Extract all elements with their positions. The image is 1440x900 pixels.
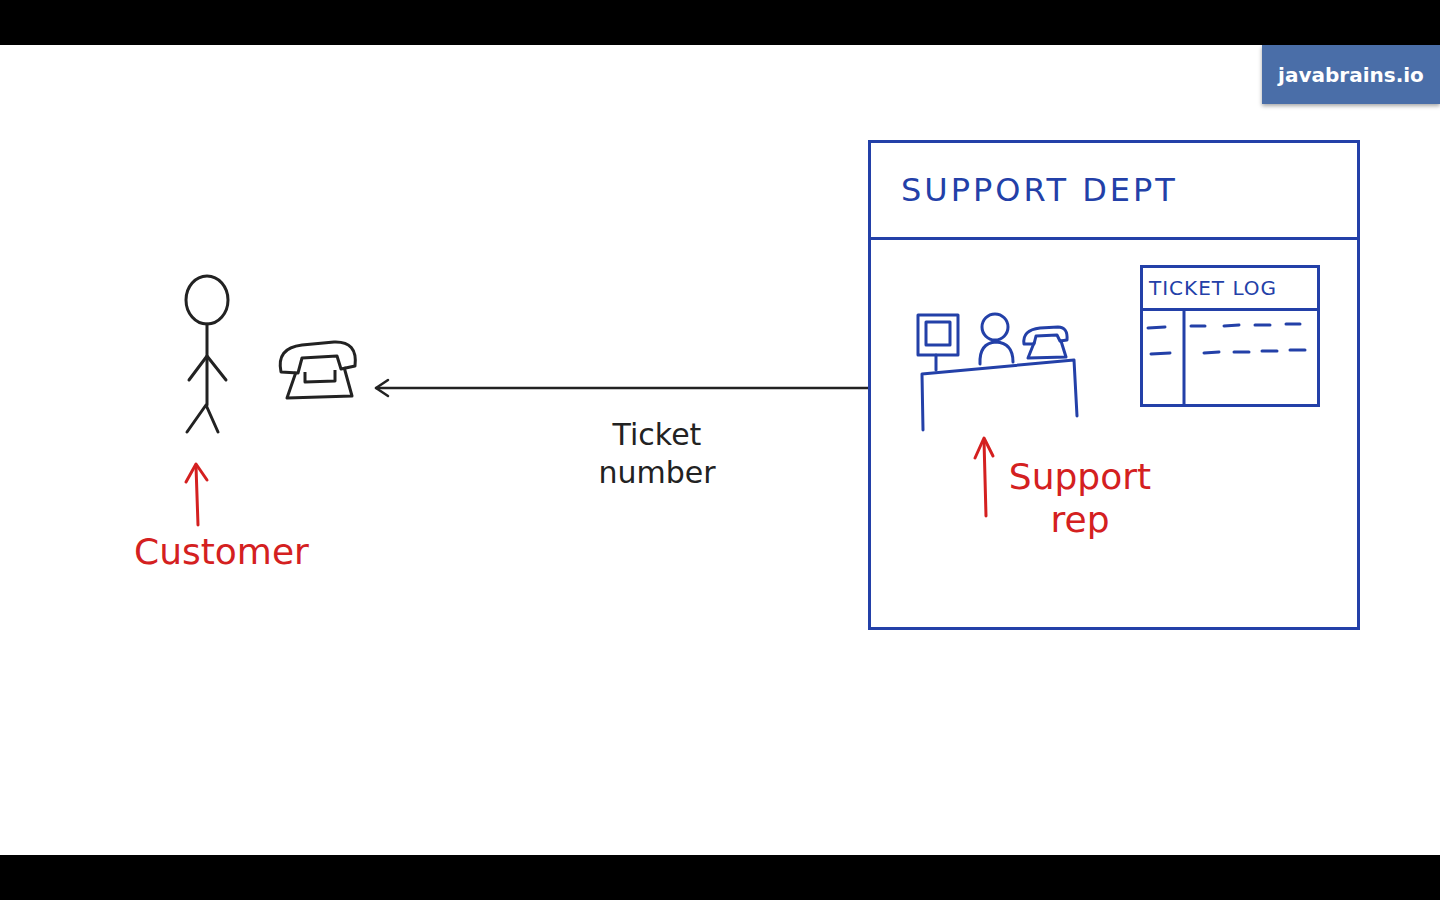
rep-head [982,314,1008,340]
customer-pointer-head [186,464,207,482]
box-heading: SUPPORT DEPT [871,143,1357,240]
monitor-screen [926,322,950,345]
rep-pointer [984,440,986,516]
top-bar [0,0,1440,45]
rep-pointer-head [975,438,993,458]
stick-figure [186,276,228,432]
customer-pointer [196,466,198,525]
phone-dial [305,370,335,382]
customer-phone [280,342,355,398]
monitor-stand [935,355,938,370]
log-row-dashes [1148,324,1300,328]
flow-arrow [376,387,868,390]
figure-body [206,324,209,405]
edge-label: Ticket number [572,416,742,491]
ticket-log-grid [1148,310,1305,404]
figure-head [186,276,228,324]
desk [922,360,1077,430]
desk-scene [918,314,1077,430]
ticket-log-table: TICKET LOG [1140,265,1320,407]
log-row-dashes [1151,350,1305,354]
phone-base [287,367,352,398]
figure-legs [187,405,218,432]
desk-phone-base [1028,341,1066,358]
actor-label: Customer [130,530,376,573]
actor-figure: Customer [130,268,376,608]
log-column-rule [1183,310,1186,404]
rep-shoulders [980,342,1013,364]
bottom-bar [0,855,1440,900]
role-label: Support rep [995,455,1165,541]
monitor [918,315,958,355]
box-heading: TICKET LOG [1143,268,1317,311]
watermark: javabrains.io [1262,45,1440,104]
department-box: SUPPORT DEPT TICKET LOG [868,140,1360,630]
figure-arms [189,356,226,380]
